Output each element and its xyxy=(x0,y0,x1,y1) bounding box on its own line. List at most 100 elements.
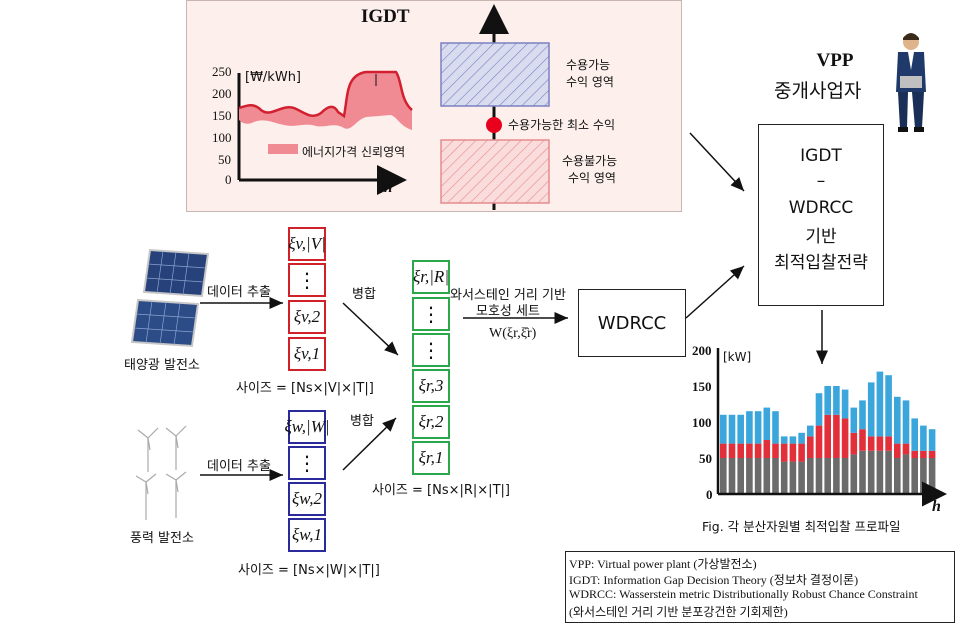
bid-profile-chart xyxy=(716,348,947,507)
wind-size-label: 사이즈 = [Ns×|W|×|T|] xyxy=(238,563,380,578)
bid-bar-blue-21 xyxy=(894,396,901,444)
solar-cell-v-last: ξv,|V| xyxy=(288,227,326,261)
price-legend-text: 에너지가격 신뢰영역 xyxy=(302,145,406,159)
bid-bar-gray-2 xyxy=(728,458,736,494)
bid-bar-blue-14 xyxy=(833,386,840,415)
price-band xyxy=(239,72,412,130)
merged-cell-r3: ξr,3 xyxy=(412,369,450,403)
legend-igdt: IGDT: Information Gap Decision Theory (정… xyxy=(569,573,859,587)
strategy-line-3: WDRCC xyxy=(788,198,854,218)
wind-label: 풍력 발전소 xyxy=(130,531,194,546)
bid-ytick-150: 150 xyxy=(692,379,712,394)
bid-bar-blue-10 xyxy=(798,432,805,444)
solar-cell-v2: ξv,2 xyxy=(288,300,326,334)
bid-bar-red-14 xyxy=(833,414,840,458)
bid-bar-blue-25 xyxy=(928,429,936,451)
bid-bar-red-13 xyxy=(824,414,831,458)
bid-bar-red-22 xyxy=(902,443,910,455)
bid-bar-gray-14 xyxy=(833,458,840,494)
solar-cell-v1: ξv,1 xyxy=(288,337,326,371)
price-unit: [₩/kWh] xyxy=(245,70,301,85)
merged-cell-dots-1: ⋮ xyxy=(412,297,450,331)
price-ytick-50: 50 xyxy=(218,152,231,167)
bid-bar-gray-7 xyxy=(772,458,779,494)
bid-bar-blue-11 xyxy=(807,425,814,437)
bid-bar-blue-2 xyxy=(728,414,736,444)
bid-unit: [kW] xyxy=(723,350,752,364)
bid-bar-blue-15 xyxy=(841,389,849,419)
merged-cell-r-last: ξr,|R| xyxy=(412,260,450,294)
bid-chart-caption: Fig. 각 분산자원별 최적입찰 프로파일 xyxy=(702,519,901,534)
bid-bar-red-18 xyxy=(867,436,875,451)
acceptable-region xyxy=(440,42,550,107)
price-ytick-100: 100 xyxy=(212,130,232,145)
bid-bar-red-11 xyxy=(807,436,814,458)
bid-bar-red-9 xyxy=(789,443,797,462)
bid-bar-gray-10 xyxy=(798,461,805,494)
bid-bar-gray-23 xyxy=(911,458,918,494)
bid-bar-blue-6 xyxy=(763,407,771,440)
merged-cell-dots-2: ⋮ xyxy=(412,333,450,367)
wind-cell-dots: ⋮ xyxy=(288,446,326,480)
igdt-title: IGDT xyxy=(361,6,410,27)
bid-bar-gray-11 xyxy=(807,458,814,494)
bid-bar-red-15 xyxy=(841,418,849,458)
merge-label-bottom: 병합 xyxy=(350,414,374,429)
price-ytick-250: 250 xyxy=(212,64,232,79)
legend-swatch xyxy=(268,144,298,154)
wasserstein-formula: W(ξr,ξ̂r) xyxy=(489,326,537,341)
bid-bar-red-10 xyxy=(798,443,805,462)
merged-cell-r1: ξr,1 xyxy=(412,441,450,475)
solar-extract-label: 데이터 추출 xyxy=(207,285,271,300)
bid-bar-blue-12 xyxy=(815,393,823,426)
wind-turbine-icon xyxy=(135,425,187,520)
acceptable-label-2: 수익 영역 xyxy=(566,75,614,89)
bid-bar-blue-17 xyxy=(859,400,866,430)
bid-bar-red-5 xyxy=(754,443,762,458)
bid-bar-blue-16 xyxy=(850,407,858,433)
bid-bar-gray-20 xyxy=(885,450,892,494)
bid-bar-gray-6 xyxy=(763,458,771,494)
bid-bar-blue-19 xyxy=(876,371,884,437)
min-profit-label: 수용가능한 최소 수익 xyxy=(508,118,615,132)
bid-ytick-100: 100 xyxy=(692,415,712,430)
price-x-label: h xyxy=(384,180,393,196)
bid-bar-gray-25 xyxy=(928,458,936,494)
bid-bar-gray-15 xyxy=(841,458,849,494)
bid-bar-red-25 xyxy=(928,450,936,458)
price-ytick-0: 0 xyxy=(225,172,232,187)
bid-bar-gray-16 xyxy=(850,454,858,494)
bid-bar-gray-5 xyxy=(754,458,762,494)
bid-bar-red-12 xyxy=(815,425,823,458)
bid-bar-red-21 xyxy=(894,443,901,458)
bid-bar-red-6 xyxy=(763,440,771,458)
bid-bar-red-23 xyxy=(911,450,918,458)
unacceptable-region xyxy=(440,139,550,204)
strategy-box xyxy=(758,124,884,306)
bid-ytick-50: 50 xyxy=(699,451,712,466)
bid-bar-gray-24 xyxy=(920,458,927,494)
bid-bar-blue-13 xyxy=(824,386,831,415)
bid-x-label: h xyxy=(932,498,941,515)
bid-bar-blue-3 xyxy=(737,414,744,444)
solar-label: 태양광 발전소 xyxy=(124,358,200,373)
merge-label-top: 병합 xyxy=(352,287,376,302)
bid-bar-red-17 xyxy=(859,429,866,451)
bid-bar-red-1 xyxy=(720,443,727,458)
strategy-line-5: 최적입찰전략 xyxy=(774,253,868,273)
bid-bar-blue-22 xyxy=(902,400,910,444)
bid-bar-blue-24 xyxy=(920,425,927,451)
bid-bar-red-8 xyxy=(780,443,788,462)
bid-bar-blue-18 xyxy=(867,382,875,437)
bid-bar-red-16 xyxy=(850,432,858,455)
wasserstein-line-1: 와서스테인 거리 기반 xyxy=(450,288,566,303)
merged-cell-r2: ξr,2 xyxy=(412,405,450,439)
bid-bar-gray-13 xyxy=(824,458,831,494)
bid-bar-gray-12 xyxy=(815,458,823,494)
wind-cell-w2: ξw,2 xyxy=(288,482,326,516)
vpp-subtitle: 중개사업자 xyxy=(774,80,862,102)
bid-bar-gray-17 xyxy=(859,450,866,494)
bid-bar-blue-8 xyxy=(780,436,788,444)
acceptable-label-1: 수용가능 xyxy=(566,58,611,72)
